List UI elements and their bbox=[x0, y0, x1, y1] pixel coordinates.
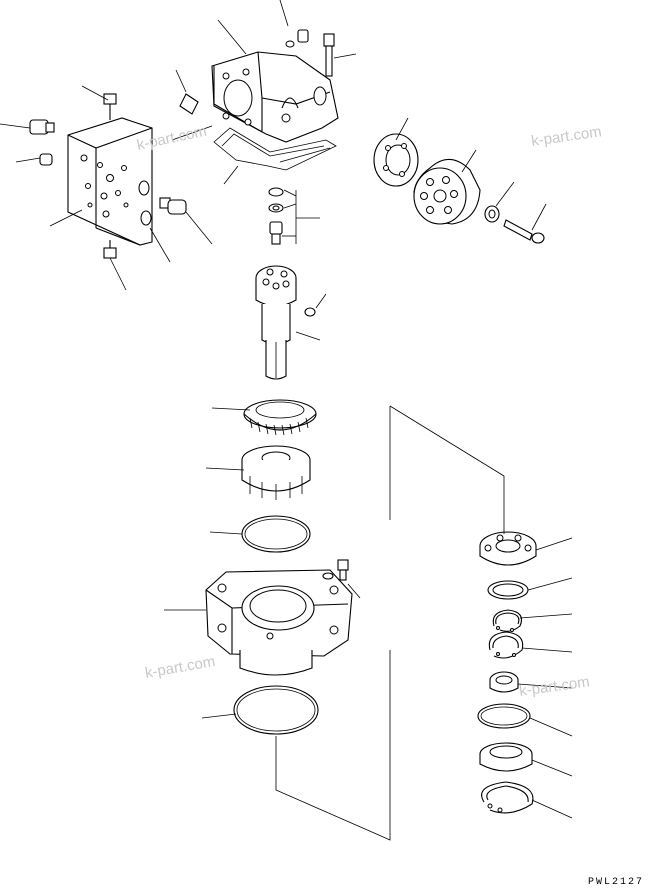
cylinder-pin bbox=[503, 219, 545, 244]
o-ring-upper bbox=[241, 515, 311, 553]
flange-bolt bbox=[322, 559, 349, 581]
small-washers bbox=[268, 187, 284, 245]
watermark-2: k-part.com bbox=[530, 123, 603, 150]
bearing bbox=[479, 531, 537, 566]
valve-block bbox=[67, 117, 153, 246]
watermark-3: k-part.com bbox=[144, 653, 217, 682]
ring-1 bbox=[487, 580, 529, 600]
valve-plate bbox=[373, 133, 419, 187]
case-pin bbox=[179, 93, 199, 115]
cylinder-bushing bbox=[484, 205, 500, 223]
snap-ring-2 bbox=[488, 631, 524, 659]
relief-valve-left bbox=[29, 119, 55, 135]
drawing-code: PWL2127 bbox=[588, 877, 644, 888]
block-bolt-top bbox=[103, 93, 117, 120]
output-shaft bbox=[255, 265, 297, 380]
cylinder-block bbox=[413, 158, 481, 225]
o-ring-right bbox=[477, 703, 531, 729]
block-bolt-bottom bbox=[103, 240, 117, 259]
flange-housing bbox=[205, 569, 353, 676]
shaft-key bbox=[304, 307, 316, 317]
watermark-4: k-part.com bbox=[518, 673, 591, 700]
snap-ring-3 bbox=[481, 781, 534, 814]
collar bbox=[489, 671, 519, 693]
relief-valve-right bbox=[159, 197, 187, 215]
motor-case bbox=[211, 51, 339, 143]
leader-lines bbox=[0, 0, 573, 819]
case-plug bbox=[285, 29, 309, 48]
gasket bbox=[213, 127, 337, 171]
swash-plate bbox=[243, 399, 317, 436]
oil-seal bbox=[479, 742, 533, 772]
plug-left bbox=[39, 153, 53, 166]
reduction-gear bbox=[241, 445, 311, 500]
snap-ring-1 bbox=[492, 609, 523, 632]
case-screw bbox=[323, 33, 335, 77]
o-ring-lower bbox=[233, 685, 319, 735]
assembly-bracket-line bbox=[275, 405, 505, 841]
